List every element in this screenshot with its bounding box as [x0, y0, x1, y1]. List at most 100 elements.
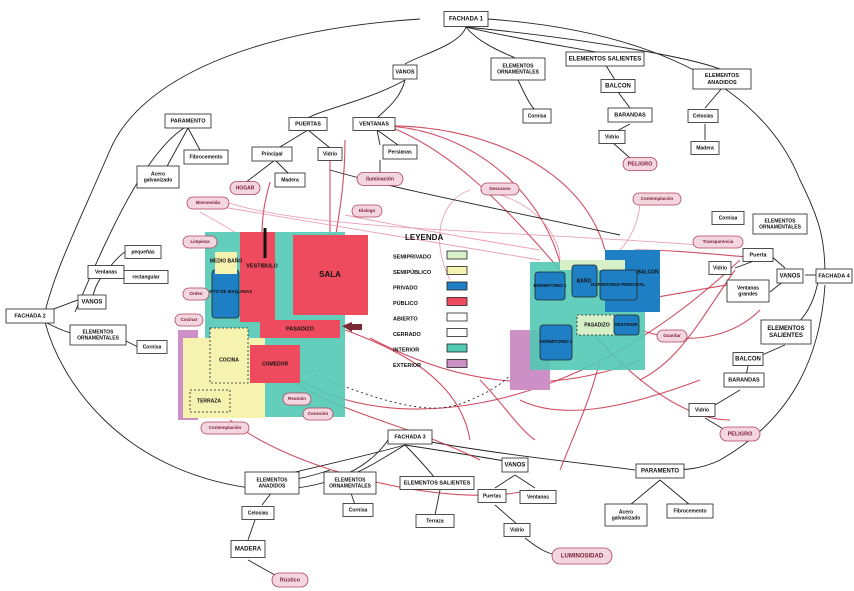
- node-vidrio-top-right: Vidrio: [598, 130, 626, 144]
- svg-text:Vidrio: Vidrio: [605, 134, 619, 140]
- svg-text:Vidrio: Vidrio: [510, 527, 524, 533]
- legend-title: LEYENDA: [405, 233, 443, 242]
- svg-text:PARAMENTO: PARAMENTO: [171, 118, 207, 124]
- svg-text:Contemplación: Contemplación: [641, 196, 674, 201]
- concept-rustico: Rústico: [271, 572, 309, 588]
- svg-text:ELEMENTOS: ELEMENTOS: [82, 329, 114, 335]
- legend-item: SEMIPRIVADO: [393, 250, 468, 260]
- legend-item: ABIERTO: [393, 312, 468, 322]
- node-puertas-bottom: Puertas: [477, 489, 507, 503]
- svg-text:Acero: Acero: [151, 171, 165, 177]
- svg-text:VANOS: VANOS: [780, 274, 801, 280]
- svg-text:Celosias: Celosias: [248, 510, 269, 516]
- legend-swatch: [446, 297, 468, 306]
- svg-text:HOGAR: HOGAR: [236, 185, 255, 191]
- svg-text:Principal: Principal: [261, 151, 283, 157]
- svg-text:Celosias: Celosias: [693, 113, 714, 119]
- room-bano: BAÑO: [577, 277, 592, 284]
- svg-text:Conexión: Conexión: [308, 411, 329, 416]
- zone-medio-bano: [215, 252, 237, 274]
- node-elem-sal-top: ELEMENTOS SALIENTES: [565, 51, 645, 67]
- svg-text:Madera: Madera: [281, 177, 299, 183]
- svg-text:Dialogo: Dialogo: [359, 208, 376, 213]
- svg-text:ORNAMENTALES: ORNAMENTALES: [329, 483, 372, 489]
- room-vestibulo: VESTIBULO: [246, 263, 278, 269]
- svg-text:LUMINOSIDAD: LUMINOSIDAD: [561, 554, 604, 560]
- svg-text:galvanizado: galvanizado: [144, 177, 173, 183]
- svg-text:BALCON: BALCON: [605, 84, 631, 90]
- svg-text:VANOS: VANOS: [82, 300, 103, 306]
- svg-text:BALCON: BALCON: [735, 357, 761, 363]
- legend-item: SEMIPÚBLICO: [393, 266, 468, 276]
- svg-text:Ventanas: Ventanas: [737, 285, 759, 291]
- svg-text:FACHADA 1: FACHADA 1: [449, 17, 484, 23]
- svg-text:Iluminación: Iluminación: [366, 176, 394, 182]
- zone-vestibulo: [240, 232, 275, 322]
- svg-text:ANADIDOS: ANADIDOS: [259, 483, 286, 489]
- concept-cocinar: Cocinar: [174, 313, 204, 327]
- svg-text:ORNAMENTALES: ORNAMENTALES: [759, 224, 802, 230]
- node-vidrio-bottom: Vidrio: [503, 523, 531, 537]
- svg-text:VENTANAS: VENTANAS: [359, 121, 389, 127]
- node-paramento-top: PARAMENTO: [164, 113, 212, 129]
- node-vanos-top: VANOS: [392, 64, 418, 80]
- node-cornisa-left: Cornisa: [136, 340, 168, 354]
- room-comedor: COMEDOR: [262, 361, 289, 367]
- svg-text:EXTERIOR: EXTERIOR: [393, 363, 421, 369]
- node-rectangular: rectangular: [123, 270, 169, 284]
- legend-swatch: [446, 328, 468, 337]
- svg-text:Madera: Madera: [696, 145, 714, 151]
- svg-text:grandes: grandes: [738, 291, 758, 297]
- entry-arrow: [342, 322, 362, 332]
- svg-text:ABIERTO: ABIERTO: [393, 316, 418, 322]
- svg-text:ELEMENTOS: ELEMENTOS: [334, 477, 366, 483]
- svg-text:Orden: Orden: [189, 291, 203, 296]
- room-balcon: BALCON: [637, 269, 659, 275]
- svg-text:ELEMENTOS: ELEMENTOS: [705, 73, 739, 79]
- svg-text:PRIVADO: PRIVADO: [393, 285, 418, 291]
- svg-text:Cornisa: Cornisa: [143, 344, 162, 350]
- node-cornisa-top: Cornisa: [522, 108, 552, 124]
- svg-text:PÚBLICO: PÚBLICO: [393, 300, 418, 307]
- svg-text:SALIENTES: SALIENTES: [769, 333, 803, 339]
- node-fachada4: FACHADA 4: [815, 268, 853, 284]
- zone-dormitorio-principal: [599, 269, 638, 301]
- zone-sala: [293, 235, 368, 315]
- node-principal: Principal: [251, 146, 293, 162]
- concept-peligro-top: PELIGRO: [622, 157, 658, 171]
- concept-reunion: Reunión: [282, 392, 312, 406]
- svg-text:MADERA: MADERA: [235, 547, 262, 553]
- concept-iluminacion: Iluminación: [356, 172, 404, 186]
- node-vanos-left: VANOS: [77, 294, 107, 310]
- node-balcon-top: BALCON: [600, 79, 636, 93]
- node-fachada3: FACHADA 3: [387, 429, 433, 445]
- svg-text:SEMIPRIVADO: SEMIPRIVADO: [393, 254, 432, 260]
- legend-swatch: [446, 266, 468, 275]
- concept-contemplacion-left: Contemplación: [200, 421, 250, 435]
- zone-bano: [571, 264, 598, 298]
- outer-connectors: [44, 18, 826, 490]
- svg-text:Acero: Acero: [619, 509, 633, 515]
- svg-text:ELEMENTOS SALIENTES: ELEMENTOS SALIENTES: [569, 57, 642, 63]
- node-barandas-top: BARANDAS: [607, 107, 653, 123]
- node-elem-sal-bottom: ELEMENTOS SALIENTES: [399, 476, 475, 490]
- zone-comedor: [250, 345, 300, 383]
- svg-text:BARANDAS: BARANDAS: [614, 112, 646, 118]
- node-celosias-bottom: Celosias: [241, 506, 275, 520]
- svg-text:FACHADA 3: FACHADA 3: [394, 434, 425, 440]
- node-pequenas: pequeñas: [124, 245, 162, 259]
- room-vestidor: VESTIDOR: [614, 322, 638, 327]
- svg-text:Cornisa: Cornisa: [719, 215, 738, 221]
- room-dormitorio-2: DORMITORIO 2: [540, 339, 573, 344]
- node-cornisa-right: Cornisa: [711, 211, 745, 225]
- legend-swatch: [446, 359, 468, 368]
- legend-swatch: [446, 281, 468, 291]
- svg-text:Vidrio: Vidrio: [323, 151, 337, 157]
